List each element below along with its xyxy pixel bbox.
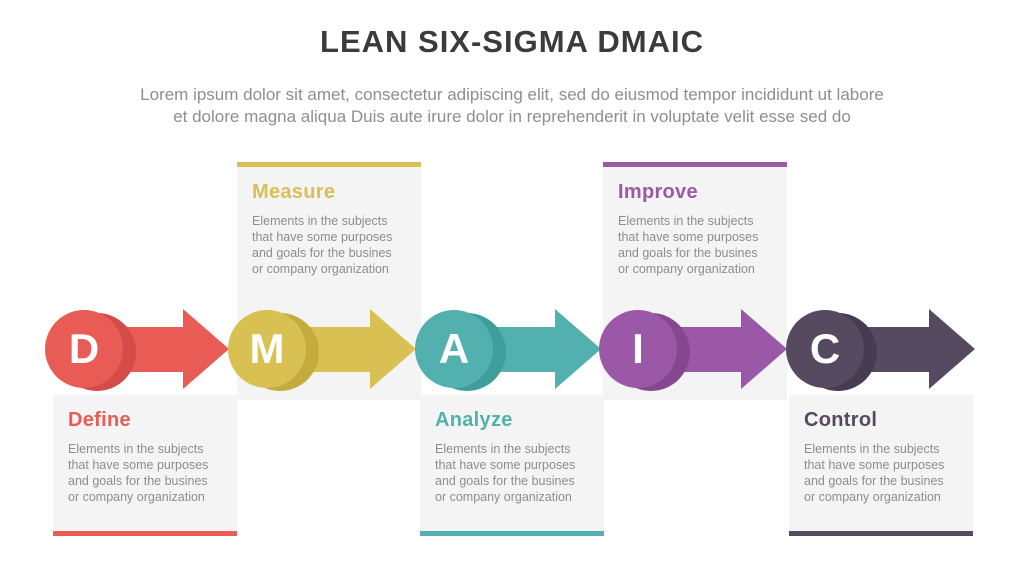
- analyze-circle-letter: A: [438, 325, 470, 372]
- analyze-card-description: Elements in the subjects that have some …: [435, 442, 576, 504]
- define-circle: D: [45, 310, 123, 388]
- analyze-arrow-head-icon: [555, 309, 601, 389]
- improve-arrow-head-icon: [741, 309, 787, 389]
- subtitle-line-1: Lorem ipsum dolor sit amet, consectetur …: [140, 85, 884, 104]
- control-card-description: Elements in the subjects that have some …: [804, 442, 945, 504]
- measure-card-description: Elements in the subjects that have some …: [252, 214, 393, 276]
- define-card-description: Elements in the subjects that have some …: [68, 442, 209, 504]
- analyze-circle: A: [415, 310, 493, 388]
- define-circle-letter: D: [68, 325, 100, 372]
- define-arrow-head-icon: [183, 309, 229, 389]
- control-card-title: Control: [804, 409, 878, 431]
- analyze-card-title: Analyze: [435, 409, 513, 431]
- improve-card-title: Improve: [618, 181, 698, 203]
- measure-circle-letter: M: [249, 325, 285, 372]
- improve-card-description: Elements in the subjects that have some …: [618, 214, 759, 276]
- measure-arrow-head-icon: [370, 309, 416, 389]
- control-arrow-head-icon: [929, 309, 975, 389]
- control-circle-letter: C: [809, 325, 841, 372]
- measure-circle: M: [228, 310, 306, 388]
- define-card: Define Elements in the subjects that hav…: [53, 395, 237, 536]
- measure-card-title: Measure: [252, 181, 336, 203]
- improve-circle: I: [599, 310, 677, 388]
- control-circle: C: [786, 310, 864, 388]
- improve-circle-letter: I: [632, 325, 644, 372]
- control-card: Control Elements in the subjects that ha…: [789, 395, 973, 536]
- page-title: LEAN SIX-SIGMA DMAIC: [320, 24, 704, 59]
- subtitle-line-2: et dolore magna aliqua Duis aute irure d…: [173, 107, 851, 126]
- analyze-card: Analyze Elements in the subjects that ha…: [420, 395, 604, 536]
- page-subtitle: Lorem ipsum dolor sit amet, consectetur …: [0, 84, 1024, 128]
- define-card-title: Define: [68, 409, 131, 431]
